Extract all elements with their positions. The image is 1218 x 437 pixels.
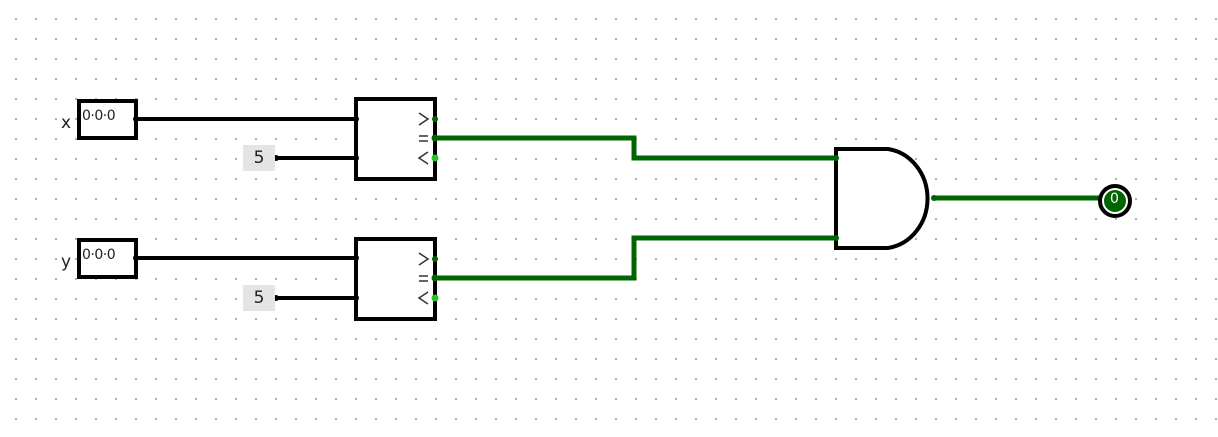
comparator-1-symbols	[417, 112, 430, 165]
comparator-2-symbols	[417, 252, 430, 305]
constant-2[interactable]: 5	[243, 285, 275, 311]
output-value: 0	[1110, 191, 1119, 207]
constant-1[interactable]: 5	[243, 145, 275, 171]
input-x-label: x	[61, 113, 72, 133]
input-pin-y[interactable]	[77, 238, 138, 279]
input-x-value: 0·0·0	[82, 108, 116, 124]
comparator-2[interactable]	[354, 237, 437, 321]
pin-dots	[133, 116, 937, 302]
wire-eq2-to-and[interactable]	[435, 235, 836, 281]
input-y-label: y	[61, 252, 72, 272]
input-y-value: 0·0·0	[82, 247, 116, 263]
input-pin-x[interactable]	[77, 99, 138, 140]
and-gate[interactable]	[834, 147, 930, 250]
wire-eq1-to-and[interactable]	[435, 135, 836, 161]
output-led-icon	[1104, 190, 1126, 212]
comparator-1[interactable]	[354, 97, 437, 181]
